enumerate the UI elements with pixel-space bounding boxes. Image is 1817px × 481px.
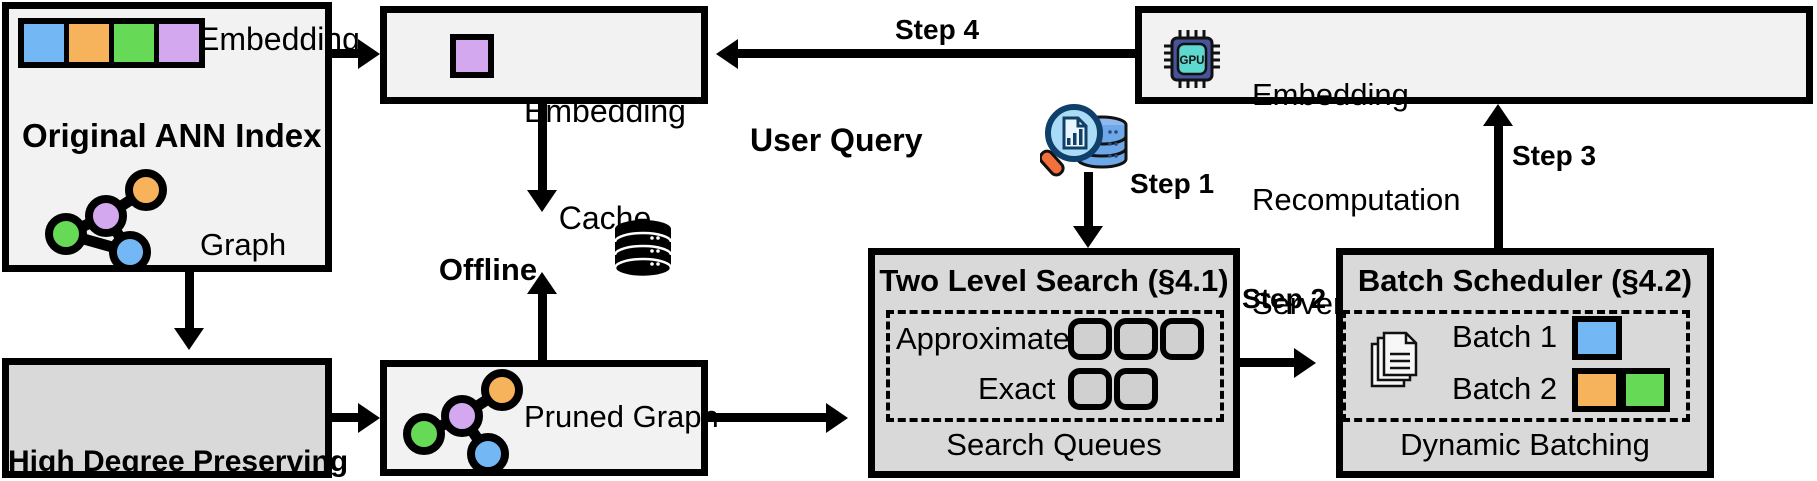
batch-1-label: Batch 1 [1452, 319, 1558, 354]
queue-slot [1068, 368, 1112, 410]
arrow-step1 [1073, 226, 1103, 248]
connector-step1 [1084, 172, 1093, 230]
search-queues-dashed-region [886, 310, 1224, 422]
gpu-chip-icon: GPU [1164, 30, 1220, 88]
arrow-index-to-cache [358, 39, 380, 69]
connector-pruning-to-pruned-graph [332, 413, 362, 422]
batch-2-item-orange [1572, 368, 1622, 412]
recomputation-server-line3: Server [1252, 285, 1344, 321]
batch-1-item-blue [1572, 316, 1622, 360]
embedding-swatch-green [114, 24, 154, 62]
embedding-swatch-strip [18, 18, 205, 68]
two-level-search-box [868, 248, 1240, 478]
queue-slot [1160, 318, 1204, 360]
two-level-search-title: Two Level Search (§4.1) [879, 263, 1229, 298]
svg-text:GPU: GPU [1180, 55, 1205, 67]
arrow-index-to-pruning [174, 328, 204, 350]
dynamic-batching-dashed-region [1342, 310, 1690, 422]
arrow-step3 [1483, 104, 1513, 126]
offline-storage-line1: Offline [438, 252, 538, 288]
queue-slot [1114, 318, 1158, 360]
embedding-cache-swatch [450, 34, 494, 78]
batch-2-label: Batch 2 [1452, 371, 1558, 406]
connector-step2 [1240, 358, 1298, 367]
exact-queue-slots [1068, 368, 1158, 410]
embedding-cache-box [380, 6, 708, 104]
arrow-step2 [1294, 348, 1316, 378]
original-ann-index-title: Original ANN Index [22, 117, 322, 154]
approximate-queue-label: Approximate [896, 321, 1071, 356]
step2-label: Step 2 [1242, 283, 1327, 314]
connector-step3 [1494, 122, 1503, 250]
graph-pruning-line1: High Degree Preserving [8, 445, 349, 479]
arrow-cache-to-storage [527, 190, 557, 212]
connector-pruned-graph-to-storage [538, 288, 547, 362]
exact-queue-label: Exact [978, 371, 1056, 406]
embedding-swatch-blue [24, 24, 64, 62]
documents-stack-icon [1370, 331, 1418, 388]
step3-label: Step 3 [1512, 140, 1597, 171]
connector-index-to-cache [332, 49, 362, 58]
graph-label: Graph [200, 227, 287, 262]
dynamic-batching-caption: Dynamic Batching [1400, 427, 1650, 462]
approximate-queue-slots [1068, 318, 1204, 360]
queue-slot [1114, 368, 1158, 410]
pruned-graph-illustration [403, 369, 523, 472]
database-cylinder-icon [613, 220, 673, 279]
graph-pruning-box [2, 358, 332, 478]
pruned-graph-label: Pruned Graph [524, 399, 719, 434]
recomputation-server-line1: Embedding [1252, 77, 1409, 113]
queue-slot [1068, 318, 1112, 360]
embedding-recomputation-server-box [1135, 6, 1813, 104]
arrow-pruned-graph-to-search [826, 403, 848, 433]
connector-pruned-graph-to-search [708, 413, 830, 422]
embedding-swatch-purple [159, 24, 199, 62]
recomputation-server-line2: Recomputation [1252, 181, 1461, 217]
step1-label: Step 1 [1130, 168, 1215, 199]
query-search-database-icon [1040, 104, 1128, 177]
arrow-pruning-to-pruned-graph [358, 403, 380, 433]
original-graph-illustration [45, 169, 167, 268]
batch-2-item-green [1620, 368, 1670, 412]
search-queues-caption: Search Queues [946, 427, 1162, 462]
arrow-step4 [716, 39, 738, 69]
arrow-pruned-graph-to-storage [527, 272, 557, 294]
recomputation-server-title: Embedding Recomputation Server [1252, 9, 1461, 391]
batch-scheduler-title: Batch Scheduler (§4.2) [1357, 263, 1693, 298]
embedding-swatch-orange [69, 24, 109, 62]
connector-index-to-pruning [185, 272, 194, 334]
graph-pruning-title: High Degree Preserving Graph Pruning (§5… [8, 378, 349, 481]
user-query-label: User Query [750, 122, 923, 158]
embedding-cache-title-line1: Embedding [524, 92, 686, 129]
step4-label: Step 4 [895, 14, 980, 45]
connector-step4 [738, 49, 1138, 58]
connector-cache-to-storage [538, 104, 547, 196]
